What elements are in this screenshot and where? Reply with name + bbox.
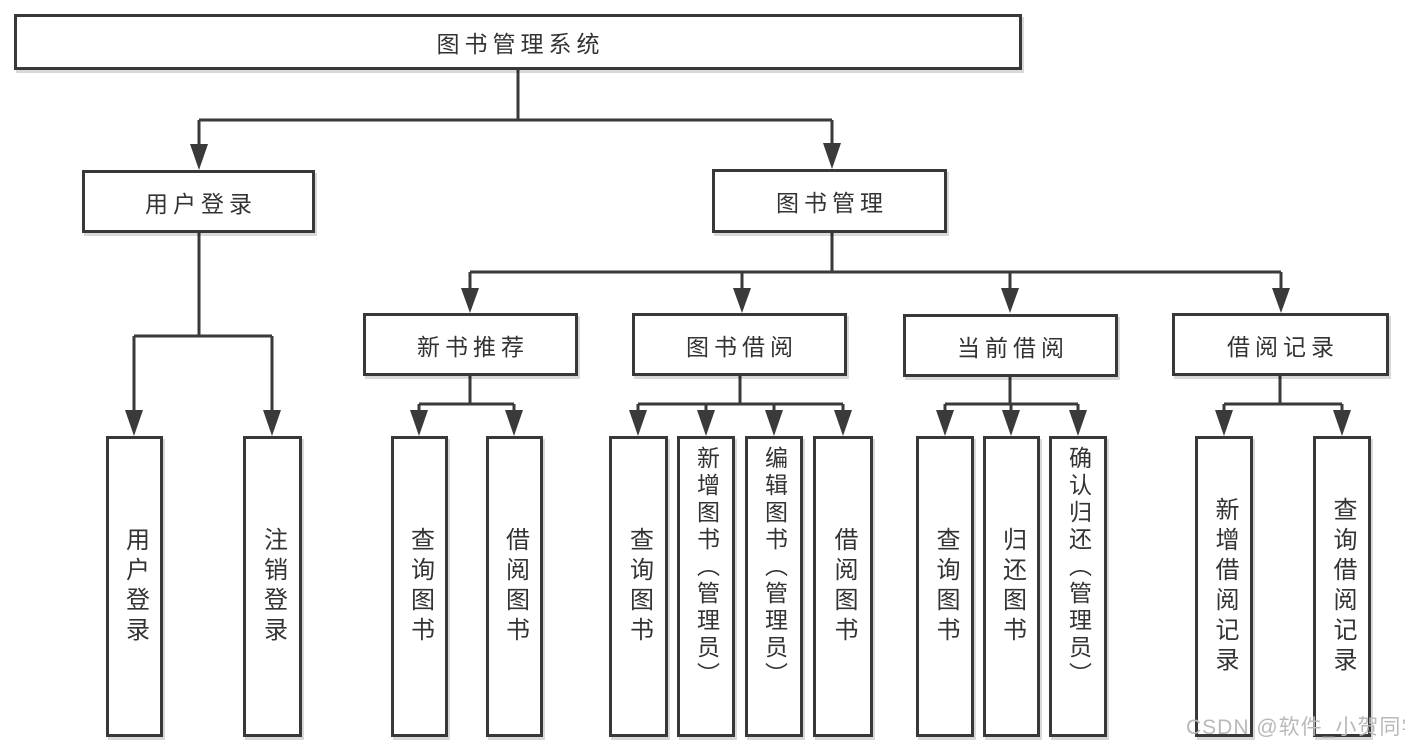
leaf-borrow-books: 借阅图书 — [813, 436, 873, 737]
leaf-query-books-borrowing: 查询图书 — [609, 436, 668, 737]
leaf-label: 用户登录 — [121, 526, 149, 647]
node-label: 新书推荐 — [417, 333, 529, 360]
leaf-label: 查询借阅记录 — [1329, 496, 1356, 677]
leaf-query-books-current: 查询图书 — [916, 436, 974, 737]
leaf-label: 查询图书 — [406, 526, 434, 647]
leaf-add-books-admin: 新增图书（管理员） — [677, 436, 735, 737]
leaf-add-borrow-record: 新增借阅记录 — [1195, 436, 1253, 737]
node-label: 用户登录 — [145, 190, 257, 217]
leaf-logout: 注销登录 — [243, 436, 302, 737]
node-label: 图书管理 — [776, 190, 888, 216]
csdn-watermark: CSDN @软件_小贺同学 — [1186, 716, 1405, 739]
node-library-management-system: 图书管理系统 — [14, 14, 1022, 70]
leaf-label: 编辑图书（管理员） — [761, 446, 788, 689]
leaf-confirm-return-admin: 确认归还（管理员） — [1049, 436, 1107, 737]
leaf-label: 借阅图书 — [830, 526, 857, 647]
node-current-borrowing: 当前借阅 — [903, 314, 1118, 377]
leaf-label: 确认归还（管理员） — [1065, 446, 1092, 689]
node-book-management: 图书管理 — [712, 169, 947, 233]
leaf-borrow-books-recommend: 借阅图书 — [486, 436, 543, 737]
node-new-book-recommend: 新书推荐 — [363, 313, 578, 376]
leaf-label: 新增图书（管理员） — [693, 446, 720, 689]
leaf-label: 借阅图书 — [501, 526, 529, 647]
node-label: 借阅记录 — [1227, 333, 1339, 360]
leaf-label: 归还图书 — [998, 526, 1026, 647]
leaf-user-login: 用户登录 — [106, 436, 163, 737]
leaf-label: 查询图书 — [932, 526, 959, 647]
leaf-label: 注销登录 — [259, 526, 287, 647]
node-label: 当前借阅 — [957, 334, 1069, 361]
leaf-label: 新增借阅记录 — [1211, 496, 1238, 677]
leaf-label: 查询图书 — [625, 526, 653, 647]
node-book-borrowing: 图书借阅 — [632, 313, 847, 376]
node-label: 图书借阅 — [686, 333, 798, 360]
node-user-login: 用户登录 — [82, 170, 315, 233]
node-label: 图书管理系统 — [436, 31, 605, 57]
leaf-return-books: 归还图书 — [983, 436, 1040, 737]
leaf-query-borrow-record: 查询借阅记录 — [1313, 436, 1371, 737]
arrowheads — [125, 143, 1351, 436]
leaf-query-books-recommend: 查询图书 — [391, 436, 448, 737]
leaf-edit-books-admin: 编辑图书（管理员） — [745, 436, 803, 737]
node-borrowing-records: 借阅记录 — [1172, 313, 1389, 376]
